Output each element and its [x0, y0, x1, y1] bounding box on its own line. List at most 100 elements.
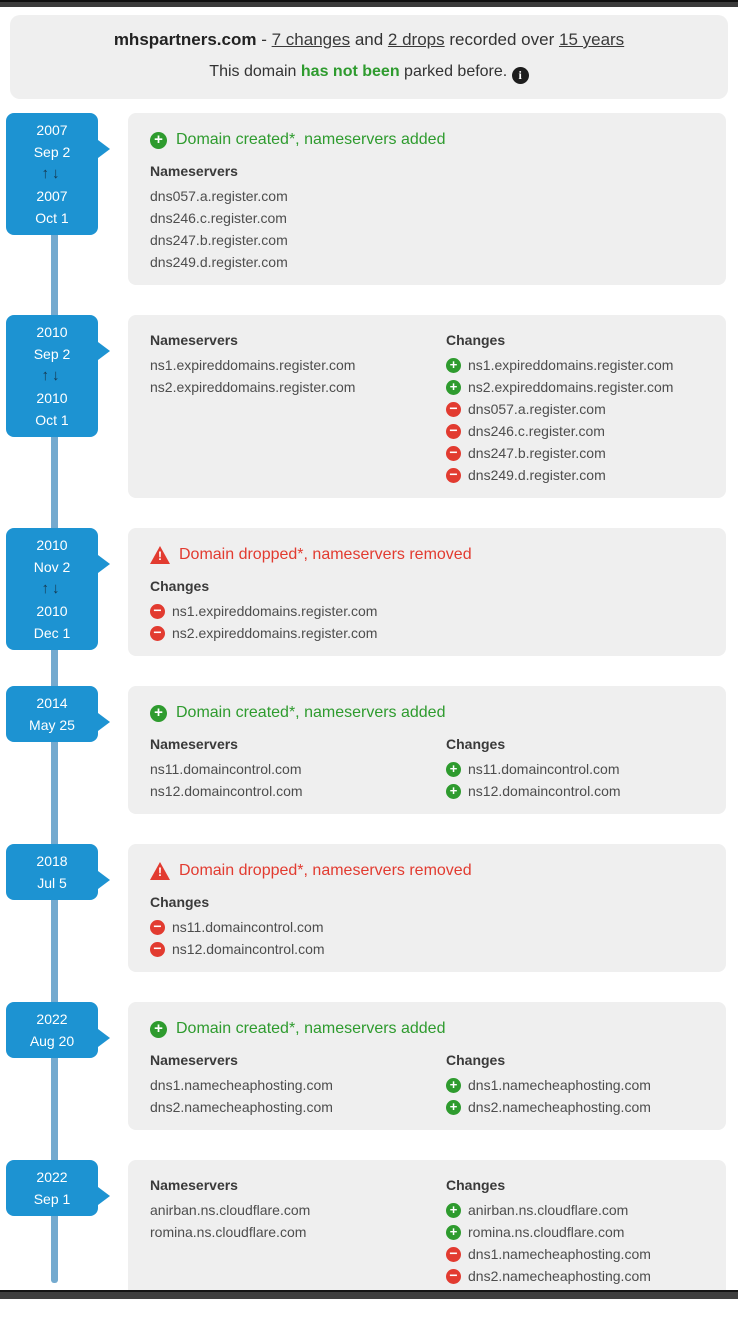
event-heading: Domain dropped*, nameservers removed [150, 862, 708, 880]
event-columns: Nameservers ns1.expireddomains.register.c… [150, 329, 708, 486]
minus-circle-icon [446, 423, 461, 439]
event-heading: Domain created*, nameservers added [150, 1020, 708, 1038]
change-host-text: ns12.domaincontrol.com [172, 941, 325, 957]
parked-status-line: This domain has not been parked before. [20, 63, 718, 84]
badge-date-text: 2010 [36, 390, 68, 406]
event-card: Nameservers ns1.expireddomains.register.c… [128, 315, 726, 498]
badge-date-text: 2010 [36, 603, 68, 619]
event-heading-text: Domain dropped*, nameservers removed [179, 862, 472, 879]
summary-card: mhspartners.com - 7 changes and 2 drops … [10, 15, 728, 99]
event-heading-text: Domain dropped*, nameservers removed [179, 546, 472, 563]
minus-circle-icon [446, 1246, 461, 1262]
change-host-text: anirban.ns.cloudflare.com [468, 1202, 629, 1218]
changes-column: Changes ns11.domaincontrol.com ns12.domain… [150, 891, 446, 960]
nameserver-item: anirban.ns.cloudflare.com [150, 1202, 311, 1218]
badge-date-text: 2018 [36, 853, 68, 869]
change-host-text: dns057.a.register.com [468, 401, 606, 417]
change-item: ns12.domaincontrol.com [446, 780, 708, 802]
change-host-text: ns2.expireddomains.register.com [172, 625, 378, 641]
badge-date-text: Nov 2 [33, 559, 71, 575]
changes-label: Changes [150, 894, 210, 910]
change-item: dns1.namecheaphosting.com [446, 1243, 708, 1265]
info-circle-icon[interactable] [511, 67, 529, 84]
change-item: dns246.c.register.com [446, 420, 708, 442]
change-item: ns11.domaincontrol.com [150, 916, 446, 938]
change-item: dns247.b.register.com [446, 442, 708, 464]
badge-date-text: Sep 1 [33, 1191, 71, 1207]
plus-circle-icon [446, 379, 461, 395]
changes-label: Changes [446, 332, 506, 348]
plus-circle-icon [150, 1020, 167, 1038]
changes-label: Changes [150, 578, 210, 594]
badge-date-text: Sep 2 [33, 346, 71, 362]
nameserver-item: ns2.expireddomains.register.com [150, 379, 356, 395]
badge-date-text: Jul 5 [37, 875, 67, 891]
nameserver-item: dns247.b.register.com [150, 232, 288, 248]
changes-column: Changes ns1.expireddomains.register.com ns… [150, 575, 446, 644]
bottom-window-bar [0, 1290, 738, 1299]
change-host-text: dns1.namecheaphosting.com [468, 1077, 651, 1093]
change-host-text: ns1.expireddomains.register.com [468, 357, 674, 373]
nameservers-label: Nameservers [150, 1177, 238, 1193]
plus-circle-icon [150, 704, 167, 722]
event-columns: Changes ns11.domaincontrol.com ns12.domain… [150, 891, 708, 960]
change-host-text: dns2.namecheaphosting.com [468, 1268, 651, 1284]
changes-label: Changes [446, 736, 506, 752]
change-item: anirban.ns.cloudflare.com [446, 1199, 708, 1221]
minus-circle-icon [150, 603, 165, 619]
change-host-text: dns247.b.register.com [468, 445, 606, 461]
plus-circle-icon [446, 783, 461, 799]
parked-suffix-text: parked before. [404, 63, 508, 80]
change-item: dns2.namecheaphosting.com [446, 1096, 708, 1118]
badge-date-text: Oct 1 [35, 412, 69, 428]
warning-triangle-icon [150, 546, 170, 564]
change-item: ns11.domaincontrol.com [446, 758, 708, 780]
years-link[interactable]: 15 years [558, 30, 625, 49]
change-host-text: ns11.domaincontrol.com [468, 761, 620, 777]
changes-label: Changes [446, 1177, 506, 1193]
event-heading-text: Domain created*, nameservers added [176, 704, 446, 721]
changes-column: Changesanirban.ns.cloudflare.comromina.n… [446, 1174, 708, 1287]
plus-circle-icon [446, 1202, 461, 1218]
badge-date-text: 2007 [36, 122, 68, 138]
event-card: Domain created*, nameservers addedNamese… [128, 113, 726, 285]
event-columns: Changes ns1.expireddomains.register.com ns… [150, 575, 708, 644]
drops-link[interactable]: 2 drops [387, 30, 445, 49]
change-host-text: ns1.expireddomains.register.com [172, 603, 378, 619]
up-down-arrows-icon: ↑↓ [41, 165, 63, 182]
event-card: Domain dropped*, nameservers removedChan… [128, 528, 726, 656]
nameserver-item: dns249.d.register.com [150, 254, 288, 270]
nameservers-label: Nameservers [150, 332, 238, 348]
badge-date-text: 2007 [36, 188, 68, 204]
separator-text: - [261, 30, 267, 49]
plus-circle-icon [150, 131, 167, 149]
changes-column: Changes dns1.namecheaphosting.com dns2.nam… [446, 1049, 708, 1118]
change-host-text: dns249.d.register.com [468, 467, 606, 483]
domain-name: mhspartners.com [113, 30, 257, 49]
badge-date-text: 2022 [36, 1169, 68, 1185]
warning-triangle-icon [150, 862, 170, 880]
changes-link[interactable]: 7 changes [271, 30, 351, 49]
event-heading-text: Domain created*, nameservers added [176, 1020, 446, 1037]
event-heading-text: Domain created*, nameservers added [176, 131, 446, 148]
nameservers-label: Nameservers [150, 163, 238, 179]
changes-label: Changes [446, 1052, 506, 1068]
